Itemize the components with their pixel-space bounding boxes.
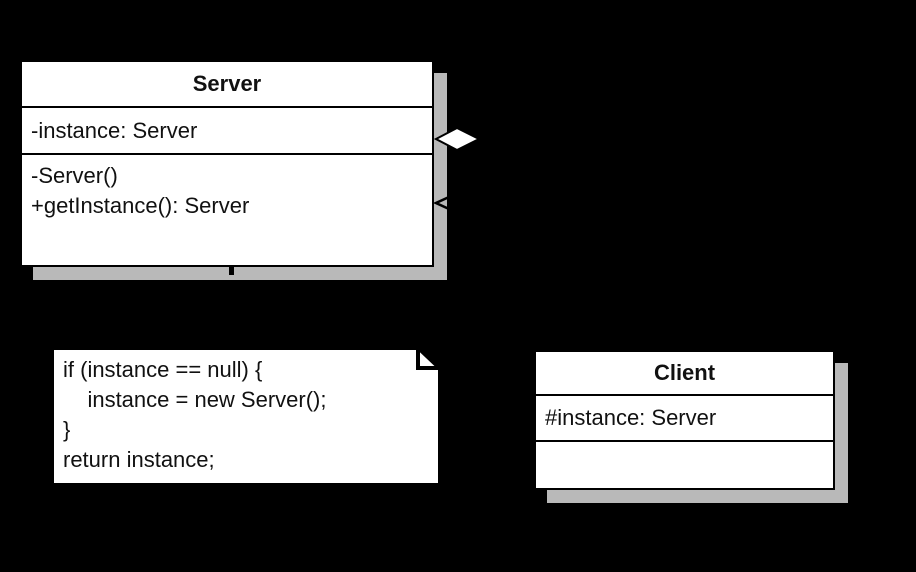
open-arrowhead-icon[interactable] [434,191,462,215]
class-title-client: Client [536,352,833,396]
class-title-server: Server [22,62,432,108]
aggregation-diamond-icon[interactable] [434,126,482,152]
class-operations-client [536,442,833,494]
note-fold-icon [416,348,440,370]
class-operations-server: -Server() +getInstance(): Server [31,163,250,218]
class-box-client[interactable]: Client #instance: Server [534,350,835,490]
class-box-server[interactable]: Server -instance: Server -Server() +getI… [20,60,434,267]
class-attributes-client: #instance: Server [536,396,833,442]
code-note[interactable]: if (instance == null) { instance = new S… [52,348,440,485]
class-attributes-server: -instance: Server [22,108,432,155]
dashed-link-segment [229,267,234,275]
code-note-text: if (instance == null) { instance = new S… [63,357,327,472]
